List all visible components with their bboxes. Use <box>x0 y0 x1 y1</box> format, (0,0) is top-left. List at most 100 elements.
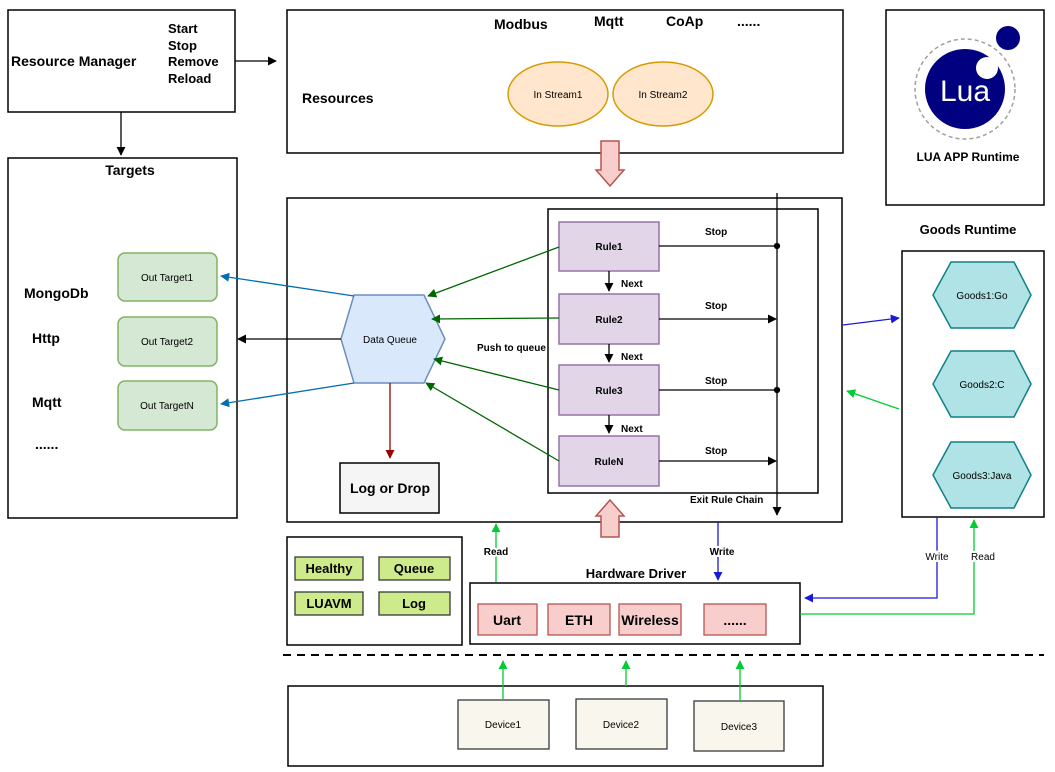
lua-runtime-label: LUA APP Runtime <box>917 150 1020 164</box>
out-target2-box <box>117 316 218 367</box>
hardware-write-label: Write <box>710 547 735 558</box>
in-stream2-label: In Stream2 <box>639 90 688 101</box>
target-protocol-mongodb: MongoDb <box>24 285 89 301</box>
goods-runtime-box: Goods1:Go Goods2:C Goods3:Java <box>901 250 1045 518</box>
rulen-label: RuleN <box>595 457 624 468</box>
push-to-queue-label: Push to queue <box>477 343 546 354</box>
rule3-to-queue-arrow <box>433 356 560 391</box>
status-queue-label: Queue <box>394 561 434 576</box>
lua-logo: Lua <box>914 26 1020 140</box>
lua-logo-text: Lua <box>940 75 990 108</box>
goods1-label: Goods1:Go <box>956 291 1008 302</box>
action-stop: Stop <box>168 38 197 53</box>
goods-to-engine-arrow <box>846 389 900 410</box>
lua-runtime-box: Lua LUA APP Runtime <box>885 9 1045 206</box>
queue-to-target1-arrow <box>220 272 355 297</box>
log-or-drop-label: Log or Drop <box>350 480 430 496</box>
exit-rule-chain-label: Exit Rule Chain <box>690 495 763 506</box>
next-label-2: Next <box>621 352 643 363</box>
engine-to-goods-arrow <box>842 314 900 326</box>
out-targetn-box <box>117 380 218 431</box>
next-label-1: Next <box>621 279 643 290</box>
resources-title: Resources <box>302 90 374 106</box>
hw-more-box <box>703 603 767 636</box>
protocol-more: ...... <box>737 13 760 29</box>
goods-read-label: Read <box>971 552 995 563</box>
goods2-hexagon <box>932 350 1032 418</box>
hw-eth-label: ETH <box>565 612 593 628</box>
device2-label: Device2 <box>603 720 640 731</box>
device3-label: Device3 <box>721 722 758 733</box>
stop-label-n: Stop <box>705 446 727 457</box>
hardware-read-label: Read <box>484 547 508 558</box>
hw-wireless-label: Wireless <box>621 612 679 628</box>
out-targetn-label: Out TargetN <box>140 401 194 412</box>
device2-box <box>575 698 668 750</box>
device1-box <box>457 699 550 750</box>
rule1-box <box>558 221 660 272</box>
target-protocol-more: ...... <box>35 436 58 452</box>
resource-manager-box: Resource Manager Start Stop Remove Reloa… <box>7 9 236 113</box>
next-label-3: Next <box>621 424 643 435</box>
protocol-mqtt: Mqtt <box>594 13 624 29</box>
out-target1-label: Out Target1 <box>141 273 194 284</box>
out-target2-label: Out Target2 <box>141 337 194 348</box>
action-remove: Remove <box>168 54 219 69</box>
status-box: Healthy Queue LUAVM Log <box>286 536 463 646</box>
in-stream1-label: In Stream1 <box>534 90 583 101</box>
goods-runtime-title: Goods Runtime <box>920 222 1017 237</box>
target-protocol-mqtt: Mqtt <box>32 394 62 410</box>
resources-box: Modbus Mqtt CoAp ...... Resources In Str… <box>286 9 844 154</box>
hardware-driver-box: Uart ETH Wireless ...... <box>469 582 801 645</box>
rulen-to-queue-arrow <box>425 382 560 462</box>
out-target1-box <box>117 252 218 302</box>
stop-label-1: Stop <box>705 227 727 238</box>
status-healthy-label: Healthy <box>306 561 354 576</box>
hardware-driver-title: Hardware Driver <box>586 566 686 581</box>
devices-box: Device1 Device2 Device3 <box>287 685 824 767</box>
goods3-hexagon <box>932 441 1032 509</box>
in-stream2-ellipse <box>612 61 714 127</box>
queue-to-targetn-arrow <box>220 382 355 408</box>
goods-write-label: Write <box>925 552 949 563</box>
log-or-drop-box <box>339 462 440 514</box>
goods1-hexagon <box>932 261 1032 329</box>
hw-uart-box <box>477 603 538 636</box>
protocol-coap: CoAp <box>666 13 703 29</box>
resource-manager-title: Resource Manager <box>11 53 137 69</box>
rule2-to-queue-arrow <box>431 314 560 324</box>
hw-eth-box <box>547 603 611 636</box>
hardware-to-engine-arrow <box>594 498 626 538</box>
status-healthy-box <box>294 556 364 581</box>
resources-to-engine-arrow <box>594 140 626 188</box>
goods2-label: Goods2:C <box>959 380 1004 391</box>
status-luavm-box <box>294 591 364 616</box>
rule1-to-queue-arrow <box>427 246 560 298</box>
status-luavm-label: LUAVM <box>306 596 351 611</box>
device3-box <box>693 700 785 752</box>
status-log-box <box>378 591 451 616</box>
goods3-label: Goods3:Java <box>953 471 1012 482</box>
target-protocol-http: Http <box>32 330 60 346</box>
rule2-label: Rule2 <box>595 315 623 326</box>
goods-write-arrow <box>804 517 938 603</box>
action-start: Start <box>168 21 198 36</box>
rule2-box <box>558 293 660 345</box>
hw-more-label: ...... <box>723 612 746 628</box>
stop-label-3: Stop <box>705 376 727 387</box>
hw-uart-label: Uart <box>493 612 521 628</box>
rule3-label: Rule3 <box>595 386 623 397</box>
device1-label: Device1 <box>485 720 522 731</box>
rule1-label: Rule1 <box>595 242 623 253</box>
data-queue-label: Data Queue <box>363 335 417 346</box>
action-reload: Reload <box>168 71 211 86</box>
engine-box: Data Queue Log or Drop Push to queue Rul… <box>286 193 843 523</box>
status-log-label: Log <box>402 596 426 611</box>
status-queue-box <box>378 556 451 581</box>
hw-wireless-box <box>618 603 682 636</box>
stop-label-2: Stop <box>705 301 727 312</box>
protocol-modbus: Modbus <box>494 16 548 32</box>
targets-title: Targets <box>105 162 155 178</box>
in-stream1-ellipse <box>507 61 609 127</box>
